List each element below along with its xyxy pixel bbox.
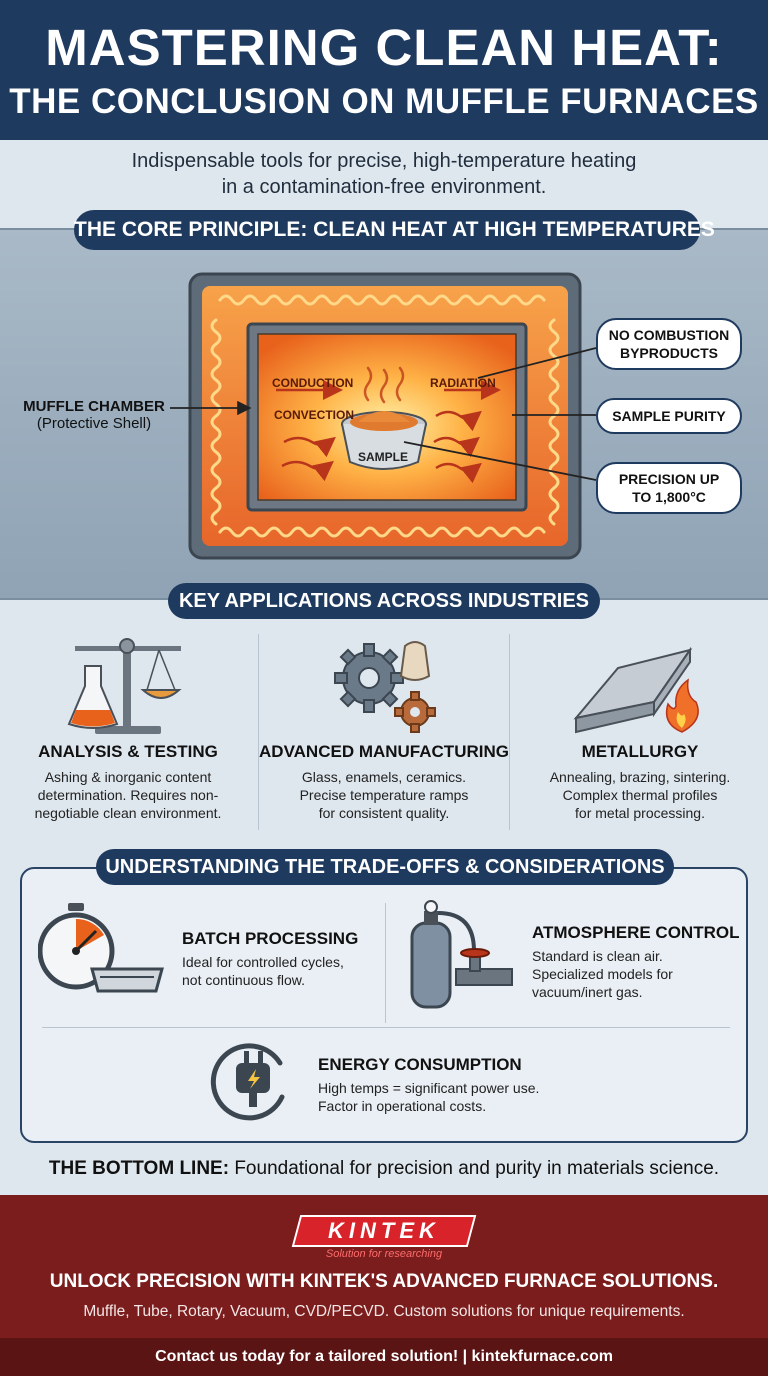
app-name: ADVANCED MANUFACTURING [259,742,509,761]
divider [385,903,386,1023]
core-principle-section: MUFFLE CHAMBER (Protective Shell) CONDUC… [0,228,768,600]
furnace-diagram [170,272,597,560]
app-desc: Annealing, brazing, sintering. Complex t… [549,769,731,821]
metal-bar-flame-icon [573,646,699,734]
power-plug-icon [210,1043,285,1121]
callout-no-combustion: NO COMBUSTION BYPRODUCTS [596,318,742,370]
muffle-chamber-label: MUFFLE CHAMBER (Protective Shell) [23,398,165,432]
page-header: MASTERING CLEAN HEAT: THE CONCLUSION ON … [0,0,768,140]
conduction-label: CONDUCTION [272,376,354,390]
divider [258,634,259,830]
app-name: METALLURGY [581,742,699,761]
logo-tagline: Solution for researching [325,1248,443,1260]
applications-section: ANALYSIS & TESTING Ashing & inorganic co… [0,620,768,850]
tradeoff-atmosphere: ATMOSPHERE CONTROL Standard is clean air… [532,923,740,1000]
lab-scale-icon [67,638,182,734]
convection-label: CONVECTION [274,408,355,422]
tradeoffs-heading: UNDERSTANDING THE TRADE-OFFS & CONSIDERA… [96,849,674,885]
intro-text: Indispensable tools for precise, high-te… [131,150,637,198]
callout-sample-purity: SAMPLE PURITY [596,398,742,434]
gears-icon [334,641,436,733]
tradeoff-batch: BATCH PROCESSING Ideal for controlled cy… [182,929,359,988]
page-subtitle: THE CONCLUSION ON MUFFLE FURNACES [9,82,759,121]
tradeoffs-section: BATCH PROCESSING Ideal for controlled cy… [20,867,748,1143]
callout-precision: PRECISION UP TO 1,800°C [596,462,742,514]
gas-cylinder-icon [410,900,513,1009]
bottom-line: THE BOTTOM LINE: Foundational for precis… [48,1158,720,1179]
app-analysis-testing: ANALYSIS & TESTING Ashing & inorganic co… [0,620,256,840]
contact-link[interactable]: Contact us today for a tailored solution… [0,1338,768,1376]
heating-coils [210,294,560,538]
app-advanced-manufacturing: ADVANCED MANUFACTURING Glass, enamels, c… [256,620,512,840]
radiation-label: RADIATION [430,376,496,390]
divider [509,634,510,830]
divider [42,1027,730,1028]
tradeoff-energy: ENERGY CONSUMPTION High temps = signific… [318,1055,540,1114]
app-name: ANALYSIS & TESTING [38,742,218,761]
page-title: MASTERING CLEAN HEAT: [45,19,723,76]
applications-heading: KEY APPLICATIONS ACROSS INDUSTRIES [168,583,600,619]
app-metallurgy: METALLURGY Annealing, brazing, sintering… [512,620,768,840]
stopwatch-tray-icon [38,903,164,993]
app-desc: Glass, enamels, ceramics. Precise temper… [299,769,469,821]
footer-headline: UNLOCK PRECISION WITH KINTEK'S ADVANCED … [49,1271,719,1292]
core-principle-heading: THE CORE PRINCIPLE: CLEAN HEAT AT HIGH T… [74,210,715,250]
kintek-logo[interactable]: KINTEK [291,1215,477,1247]
sample-label: SAMPLE [358,450,409,464]
crucible [341,423,427,470]
app-desc: Ashing & inorganic content determination… [34,769,222,821]
footer-product-line: Muffle, Tube, Rotary, Vacuum, CVD/PECVD.… [83,1303,685,1320]
